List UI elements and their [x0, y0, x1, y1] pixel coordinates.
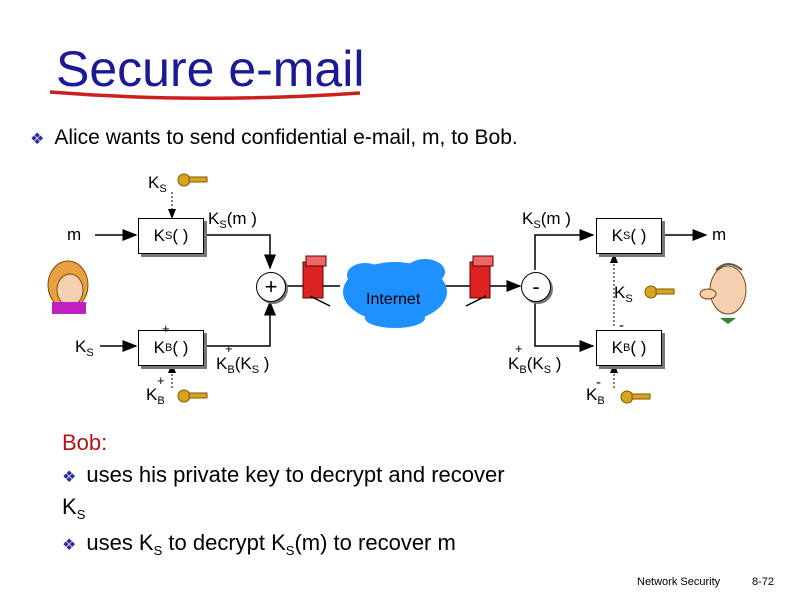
label-m-left: m	[67, 225, 82, 244]
arrow-minus-to-ks-right	[534, 229, 595, 270]
label-kb-plus-bottom: KB	[146, 385, 165, 407]
split-circle: -	[521, 272, 551, 302]
footer-page: 8-72	[752, 576, 775, 588]
bob-icon	[699, 263, 747, 324]
router-right-icon	[465, 255, 494, 307]
bullet-icon: ❖	[30, 131, 45, 148]
alice-icon	[47, 260, 89, 314]
sup-minus-kb-bottom: -	[596, 374, 601, 391]
arrow-kbks-to-plus	[203, 300, 276, 347]
label-ks-left: KS	[75, 337, 94, 359]
concat-circle: +	[256, 272, 286, 302]
bob-label: Bob:	[62, 430, 108, 455]
key-icon-ks-top	[177, 173, 208, 187]
bob-line-1b: KS	[62, 494, 86, 522]
label-m-right: m	[712, 225, 727, 244]
bob-bullet-2: ❖ uses KS to decrypt KS(m) to recover m	[62, 530, 456, 558]
sup-plus-kbks-right: +	[515, 341, 523, 356]
key-icon-kb-minus	[620, 390, 651, 404]
bob-line-2: uses KS to decrypt KS(m) to recover m	[86, 530, 456, 558]
label-internet: Internet	[366, 291, 421, 308]
label-ks-m-right: KS(m )	[522, 209, 571, 231]
footer-section: Network Security	[637, 576, 721, 588]
label-kb-minus-bottom: KB	[586, 385, 605, 407]
arrow-minus-to-kb-right	[534, 302, 595, 352]
label-ks-right: KS	[614, 283, 633, 305]
bullet-icon: ❖	[62, 469, 77, 486]
label-kb-ks-left: KB(KS )	[216, 354, 270, 376]
key-icon-kb-plus	[177, 389, 208, 403]
label-kb-ks-right: KB(KS )	[508, 354, 562, 376]
intro-text: Alice wants to send confidential e-mail,…	[54, 126, 518, 149]
sup-plus-kbks: +	[225, 341, 233, 356]
key-icon-ks-right	[644, 285, 675, 299]
sup-plus-box: +	[162, 321, 170, 336]
arrow-ksm-to-plus	[203, 234, 276, 270]
title-underline	[49, 90, 361, 100]
router-left-icon	[302, 255, 331, 307]
bullet-icon: ❖	[62, 537, 77, 554]
label-ks-m-left: KS(m )	[208, 209, 257, 231]
sup-plus-kb-bottom: +	[157, 373, 165, 388]
bob-bullet-1: ❖ uses his private key to decrypt and re…	[62, 462, 505, 488]
label-ks-top: KS	[148, 173, 167, 195]
slide-title: Secure e-mail	[56, 41, 365, 97]
intro-bullet: ❖ Alice wants to send confidential e-mai…	[30, 126, 518, 150]
bob-line-1: uses his private key to decrypt and reco…	[86, 462, 505, 487]
sup-minus-box: -	[619, 317, 624, 334]
internet-cloud	[343, 259, 447, 328]
